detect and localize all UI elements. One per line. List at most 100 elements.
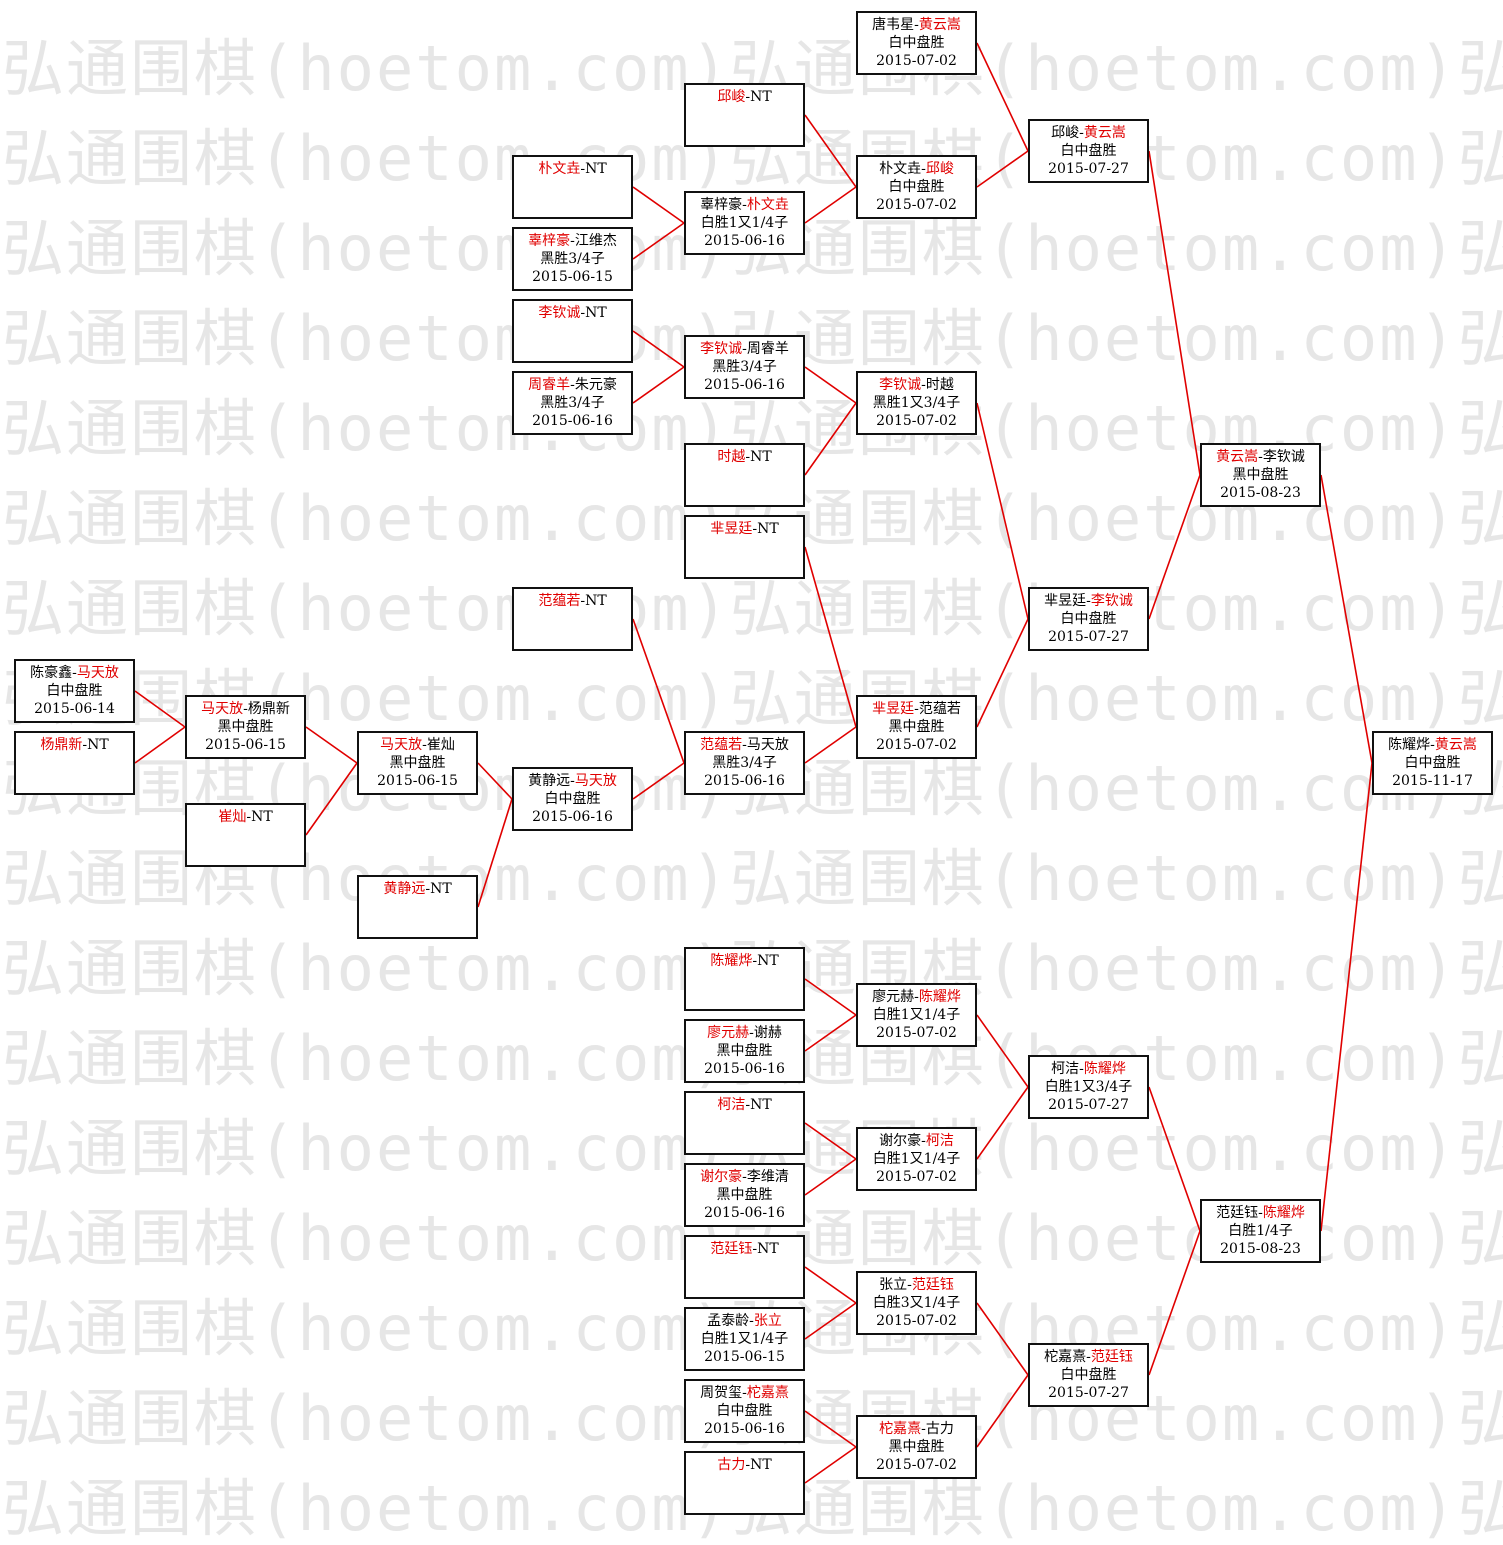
player-black: 陈耀烨 (1388, 737, 1431, 753)
match-players: 芈昱廷-范蕴若 (858, 700, 975, 718)
player-black: 廖元赫 (872, 989, 915, 1005)
match-players: 陈耀烨-NT (686, 952, 803, 970)
match-box-r5-09[interactable]: 柯洁-NT (684, 1091, 805, 1155)
player-black: 邱峻 (1051, 125, 1080, 141)
player-black: 古力 (717, 1457, 746, 1473)
match-box-r5-05[interactable]: 芈昱廷-NT (684, 515, 805, 579)
match-box-r5-11[interactable]: 范廷钰-NT (684, 1235, 805, 1299)
match-players: 范蕴若-马天放 (686, 736, 803, 754)
player-black: 李钦诚 (700, 341, 743, 357)
match-result: 白中盘胜 (1060, 1367, 1117, 1383)
player-separator: - (742, 737, 747, 753)
player-white: NT (757, 953, 779, 969)
player-white: NT (430, 881, 452, 897)
match-box-r5-04[interactable]: 时越-NT (684, 443, 805, 507)
player-separator: - (742, 1169, 747, 1185)
player-separator: - (580, 305, 586, 321)
match-box-r1-02[interactable]: 杨鼎新-NT (14, 731, 135, 795)
player-black: 柁嘉熹 (879, 1421, 922, 1437)
match-result: 白胜1又3/4子 (1044, 1079, 1133, 1095)
player-separator: - (1086, 1349, 1091, 1365)
match-result (16, 754, 133, 772)
match-box-r5-14[interactable]: 古力-NT (684, 1451, 805, 1515)
match-box-r5-07[interactable]: 陈耀烨-NT (684, 947, 805, 1011)
match-result: 白胜1又1/4子 (700, 1331, 789, 1347)
player-black: 柯洁 (717, 1097, 746, 1113)
player-white: 范蕴若 (918, 701, 961, 717)
player-white: 范廷钰 (911, 1277, 954, 1293)
match-date (686, 1492, 803, 1510)
connector-r8-01-to-final (1320, 474, 1373, 764)
connector-r5-02-to-r6-02 (804, 186, 857, 224)
connector-r3-01-to-r4-06 (477, 762, 513, 800)
player-separator: - (1258, 449, 1263, 465)
player-separator: - (914, 17, 919, 33)
player-black: 杨鼎新 (40, 737, 83, 753)
player-separator: - (742, 341, 747, 357)
player-black: 柯洁 (1051, 1061, 1080, 1077)
player-white: 范廷钰 (1090, 1349, 1133, 1365)
match-players: 唐韦星-黄云嵩 (858, 16, 975, 34)
match-box-r4-03[interactable]: 李钦诚-NT (512, 299, 633, 363)
player-black: 孟泰龄 (707, 1313, 750, 1329)
match-players: 辜梓豪-江维杰 (514, 232, 631, 250)
connector-r4-02-to-r5-02 (632, 222, 685, 260)
match-date: 2015-06-15 (377, 773, 458, 789)
match-result (686, 1258, 803, 1276)
match-result (187, 826, 304, 844)
connector-r7-02-to-r8-01 (1148, 474, 1201, 620)
player-white: 古力 (925, 1421, 954, 1437)
match-players: 柯洁-陈耀烨 (1030, 1060, 1147, 1078)
player-separator: - (243, 701, 248, 717)
match-date: 2015-06-15 (704, 1349, 785, 1365)
match-players: 柁嘉熹-范廷钰 (1030, 1348, 1147, 1366)
match-result: 黑中盘胜 (716, 1043, 773, 1059)
player-separator: - (752, 1241, 758, 1257)
match-date: 2015-07-27 (1048, 629, 1129, 645)
connector-r5-01-to-r6-02 (804, 114, 857, 188)
match-box-r5-01[interactable]: 邱峻-NT (684, 83, 805, 147)
match-box-r4-05[interactable]: 范蕴若-NT (512, 587, 633, 651)
connector-r5-11-to-r6-07 (804, 1266, 857, 1304)
match-date: 2015-07-27 (1048, 161, 1129, 177)
match-box-r4-01[interactable]: 朴文垚-NT (512, 155, 633, 219)
connector-r2-01-to-r3-01 (305, 726, 358, 764)
match-date: 2015-06-15 (532, 269, 613, 285)
player-black: 张立 (879, 1277, 908, 1293)
connector-r4-04-to-r5-03 (632, 366, 685, 404)
match-result (686, 466, 803, 484)
match-result: 白中盘胜 (888, 35, 945, 51)
match-box-r3-02[interactable]: 黄静远-NT (357, 875, 478, 939)
match-box-r2-02[interactable]: 崔灿-NT (185, 803, 306, 867)
match-players: 周睿羊-朱元豪 (514, 376, 631, 394)
